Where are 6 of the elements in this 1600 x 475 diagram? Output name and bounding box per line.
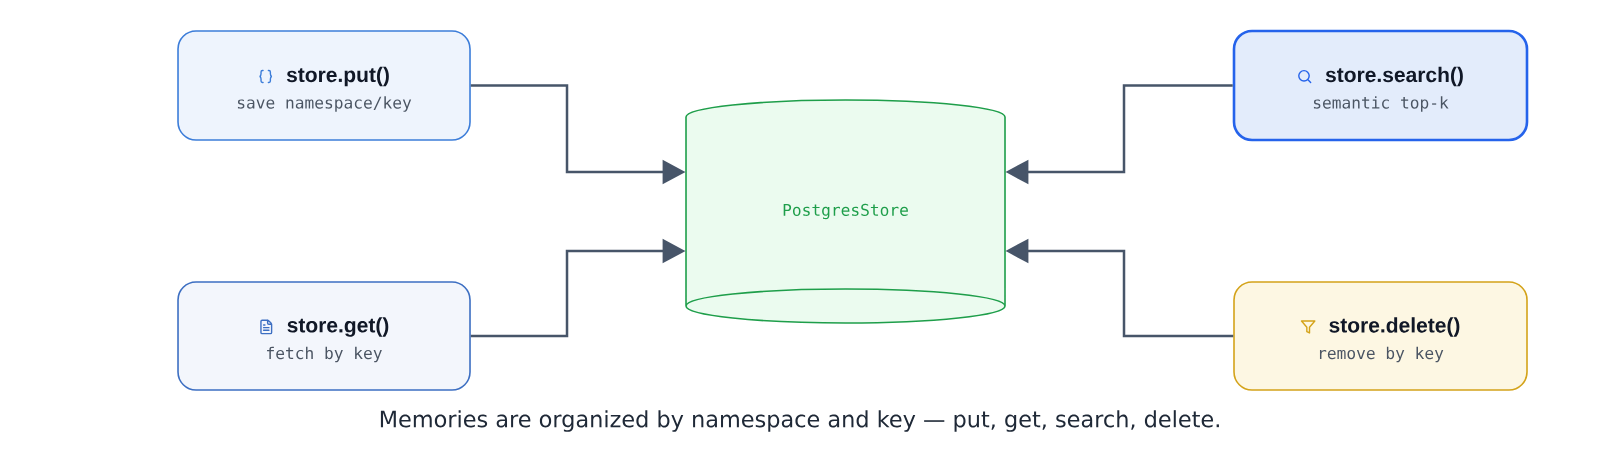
database-cylinder: PostgresStore [685,99,1006,324]
method-box: store.search() semantic top-k [1232,29,1529,142]
method-box: store.put() save namespace/key [177,30,471,141]
caption: Memories are organized by namespace and key — put, get, search, delete. [380,410,1219,432]
method-box: store.get() fetch by key [177,281,471,391]
method-box: store.delete() remove by key [1233,281,1528,391]
